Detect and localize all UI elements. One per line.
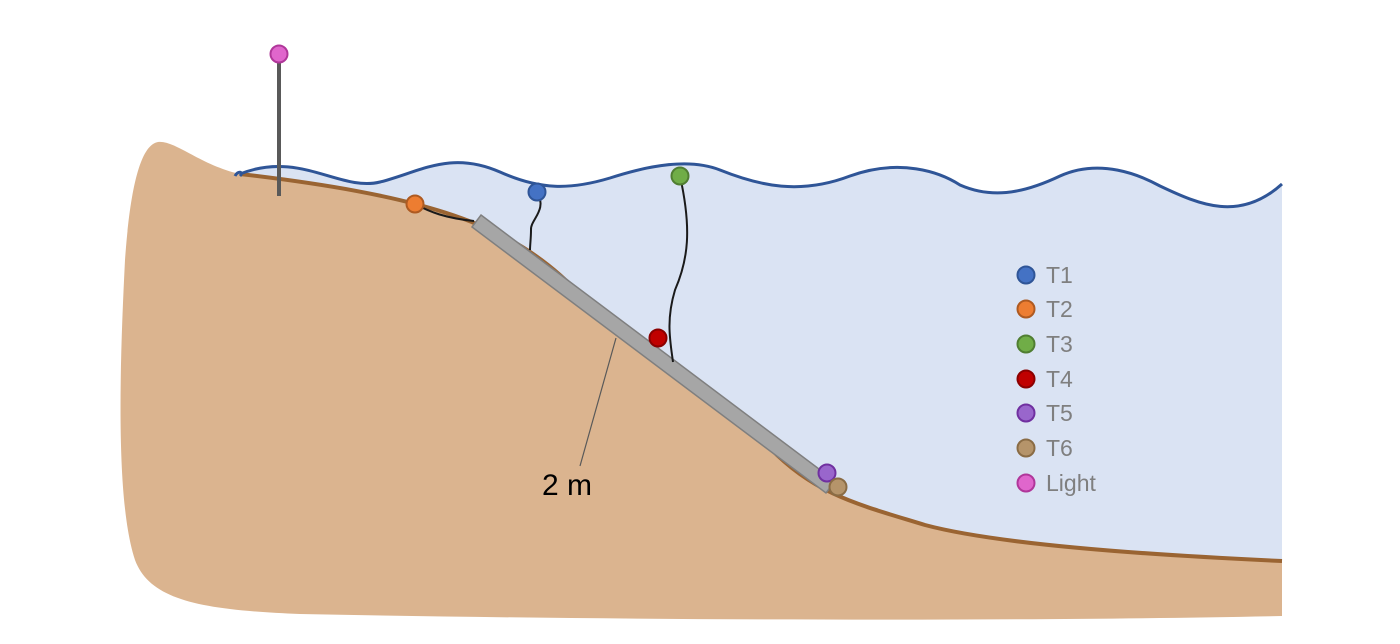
- sensor-t6: [828, 477, 848, 497]
- inclined-plank: [470, 213, 837, 495]
- cable-t1: [529, 191, 542, 251]
- legend-item-t4: T4: [1016, 366, 1073, 392]
- legend-marker: [1016, 334, 1036, 354]
- legend-marker: [1016, 299, 1036, 319]
- legend-item-light: Light: [1016, 470, 1096, 496]
- legend-label: T3: [1046, 331, 1073, 357]
- legend-label: T2: [1046, 296, 1073, 322]
- water-surface-wave: [233, 161, 1284, 209]
- legend-marker: [1016, 369, 1036, 389]
- legend-item-t3: T3: [1016, 331, 1073, 357]
- measurement-label: 2 m: [542, 469, 592, 502]
- ground-slope: [120, 141, 1283, 620]
- legend: T1 T2 T3 T4 T5 T6 Light: [1016, 262, 1096, 496]
- sensor-markers: [269, 44, 848, 497]
- legend-marker: [1016, 438, 1036, 458]
- measurement-leader-line: [579, 337, 617, 467]
- legend-item-t6: T6: [1016, 435, 1073, 461]
- sensor-t2: [405, 194, 425, 214]
- cable-t3: [668, 175, 689, 363]
- legend-marker: [1016, 403, 1036, 423]
- legend-item-t1: T1: [1016, 262, 1073, 288]
- sensor-t5: [817, 463, 837, 483]
- legend-marker: [1016, 473, 1036, 493]
- legend-label: T5: [1046, 400, 1073, 426]
- legend-label: T1: [1046, 262, 1073, 288]
- water-body: [240, 162, 1282, 561]
- legend-label: T6: [1046, 435, 1073, 461]
- legend-item-t5: T5: [1016, 400, 1073, 426]
- sensor-t4: [648, 328, 668, 348]
- legend-label: Light: [1046, 470, 1096, 496]
- sensor-t1: [527, 182, 547, 202]
- sensor-light: [269, 44, 289, 64]
- legend-item-t2: T2: [1016, 296, 1073, 322]
- sensor-t3: [670, 166, 690, 186]
- legend-label: T4: [1046, 366, 1073, 392]
- legend-marker: [1016, 265, 1036, 285]
